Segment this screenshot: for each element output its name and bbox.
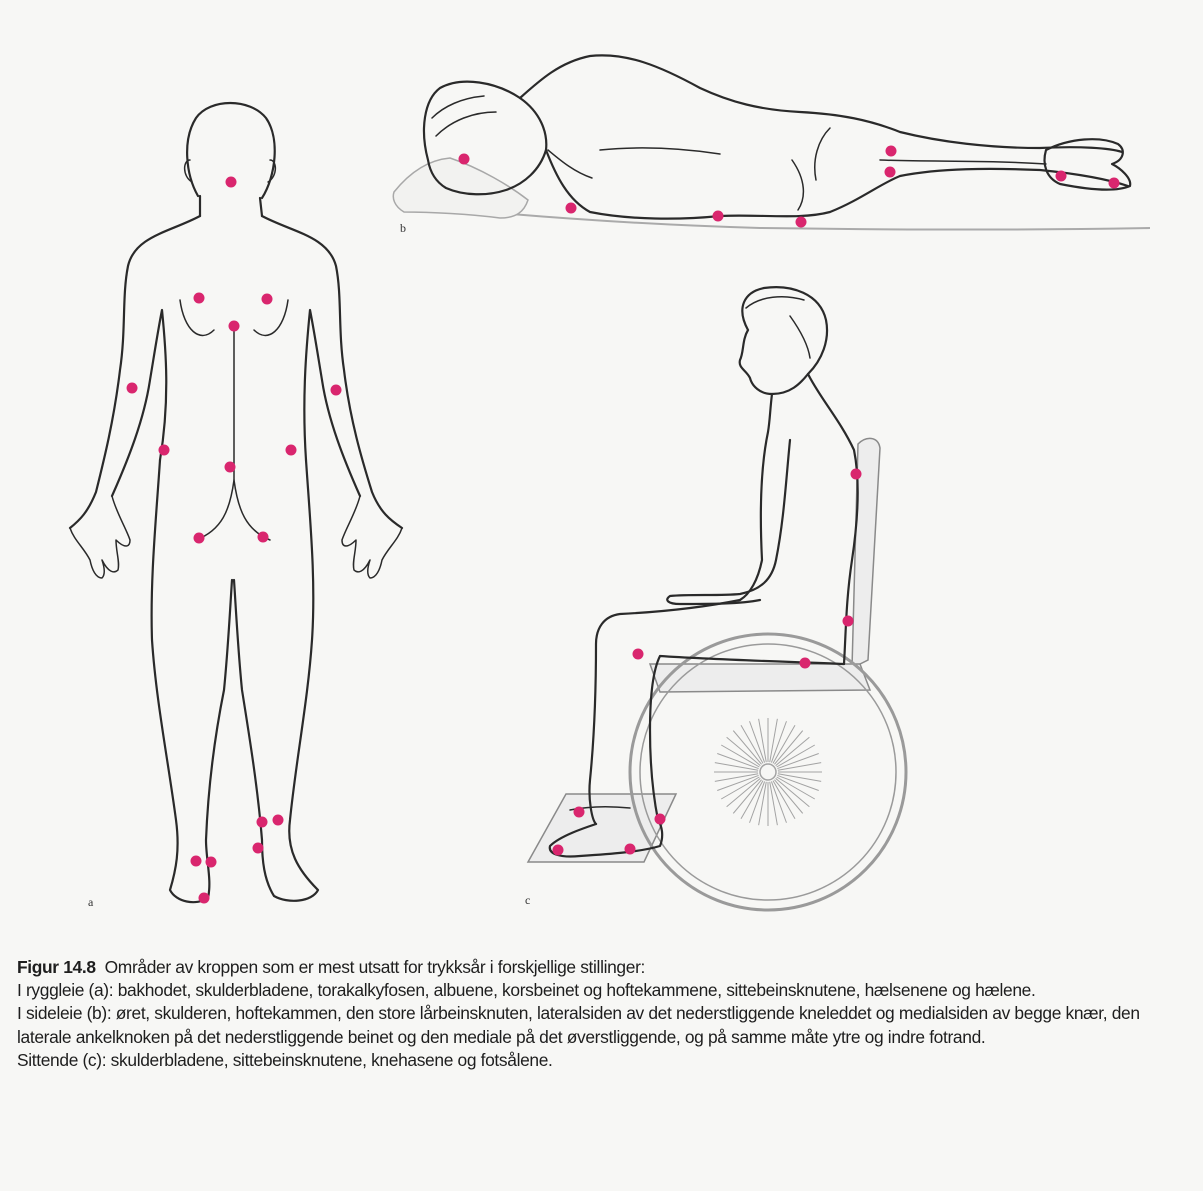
marker-achilles-right-a xyxy=(257,817,268,828)
marker-ear xyxy=(459,154,470,165)
marker-heel-sitting xyxy=(655,814,666,825)
leg-left-outline xyxy=(152,460,232,902)
figure-caption: Figur 14.8 Områder av kroppen som er mes… xyxy=(17,956,1192,1072)
marker-achilles-left-a xyxy=(191,856,202,867)
marker-sole-back xyxy=(574,807,585,818)
hand-left xyxy=(70,496,130,578)
figure-label: Figur 14.8 xyxy=(17,957,96,977)
marker-sacrum-sitting xyxy=(843,616,854,627)
hair-lines-sitting xyxy=(746,297,810,358)
caption-sitting: Sittende (c): skulderbladene, sittebeins… xyxy=(17,1049,1192,1072)
caption-supine: I ryggleie (a): bakhodet, skulderbladene… xyxy=(17,979,1192,1002)
torso-outline-right xyxy=(262,216,402,528)
marker-elbow-left xyxy=(127,383,138,394)
marker-knee-medial-upper xyxy=(886,146,897,157)
panel-a-letter: a xyxy=(88,895,94,909)
panel-c-sitting-figure: c xyxy=(525,287,906,910)
inner-arm-left xyxy=(112,310,166,496)
neck-outline xyxy=(200,196,262,216)
torso-sitting-front xyxy=(740,394,772,600)
marker-greater-trochanter xyxy=(796,217,807,228)
torso-outline xyxy=(70,216,200,528)
caption-side-lying: I sideleie (b): øret, skulderen, hofteka… xyxy=(17,1002,1192,1048)
panel-b-side-lying-figure: b xyxy=(393,55,1150,235)
marker-heel-left xyxy=(199,893,210,904)
marker-popliteal xyxy=(633,649,644,660)
caption-title-line: Figur 14.8 Områder av kroppen som er mes… xyxy=(17,956,1192,979)
figure-illustration: a b xyxy=(0,0,1203,940)
marker-sole-front xyxy=(553,845,564,856)
arm-line xyxy=(548,150,592,178)
marker-knee-lateral-lower xyxy=(885,167,896,178)
marker-thoracic-kyphosis xyxy=(229,321,240,332)
marker-iliac-crest xyxy=(713,211,724,222)
chair-seat xyxy=(650,664,870,692)
leg-separation-line xyxy=(880,160,1046,164)
marker-heel-right xyxy=(253,843,264,854)
marker-sacrum xyxy=(225,462,236,473)
leg-right-outline xyxy=(234,460,318,901)
hand-right xyxy=(342,496,402,578)
wheel-hub xyxy=(760,764,776,780)
figure-svg: a b xyxy=(0,0,1203,940)
body-back-outline xyxy=(520,55,1122,152)
marker-achilles-right-b xyxy=(273,815,284,826)
gluteal-line xyxy=(196,480,270,540)
marker-occiput xyxy=(226,177,237,188)
marker-iliac-crest-left xyxy=(159,445,170,456)
marker-ankle xyxy=(1056,171,1067,182)
panel-c-letter: c xyxy=(525,893,530,907)
marker-foot-edge xyxy=(1109,178,1120,189)
marker-ischial-right xyxy=(258,532,269,543)
marker-sole-mid xyxy=(625,844,636,855)
buttock-line xyxy=(792,128,830,210)
marker-iliac-crest-right xyxy=(286,445,297,456)
marker-shoulder xyxy=(566,203,577,214)
marker-scapula-left xyxy=(194,293,205,304)
marker-ischial-sitting xyxy=(800,658,811,669)
marker-achilles-left-b xyxy=(206,857,217,868)
arm-sitting xyxy=(667,440,790,604)
back-shoulder-line xyxy=(600,148,720,154)
scapula-right xyxy=(254,300,288,335)
inner-arm-right xyxy=(304,310,360,496)
pillow xyxy=(393,158,528,218)
marker-scapula-sitting xyxy=(851,469,862,480)
caption-title: Områder av kroppen som er mest utsatt fo… xyxy=(105,957,645,977)
panel-b-letter: b xyxy=(400,221,406,235)
scapula-left xyxy=(180,300,214,335)
hair-lines xyxy=(432,96,496,136)
marker-elbow-right xyxy=(331,385,342,396)
marker-scapula-right xyxy=(262,294,273,305)
panel-a-back-view-figure: a xyxy=(70,103,402,909)
marker-ischial-left xyxy=(194,533,205,544)
body-front-outline xyxy=(546,150,1128,219)
